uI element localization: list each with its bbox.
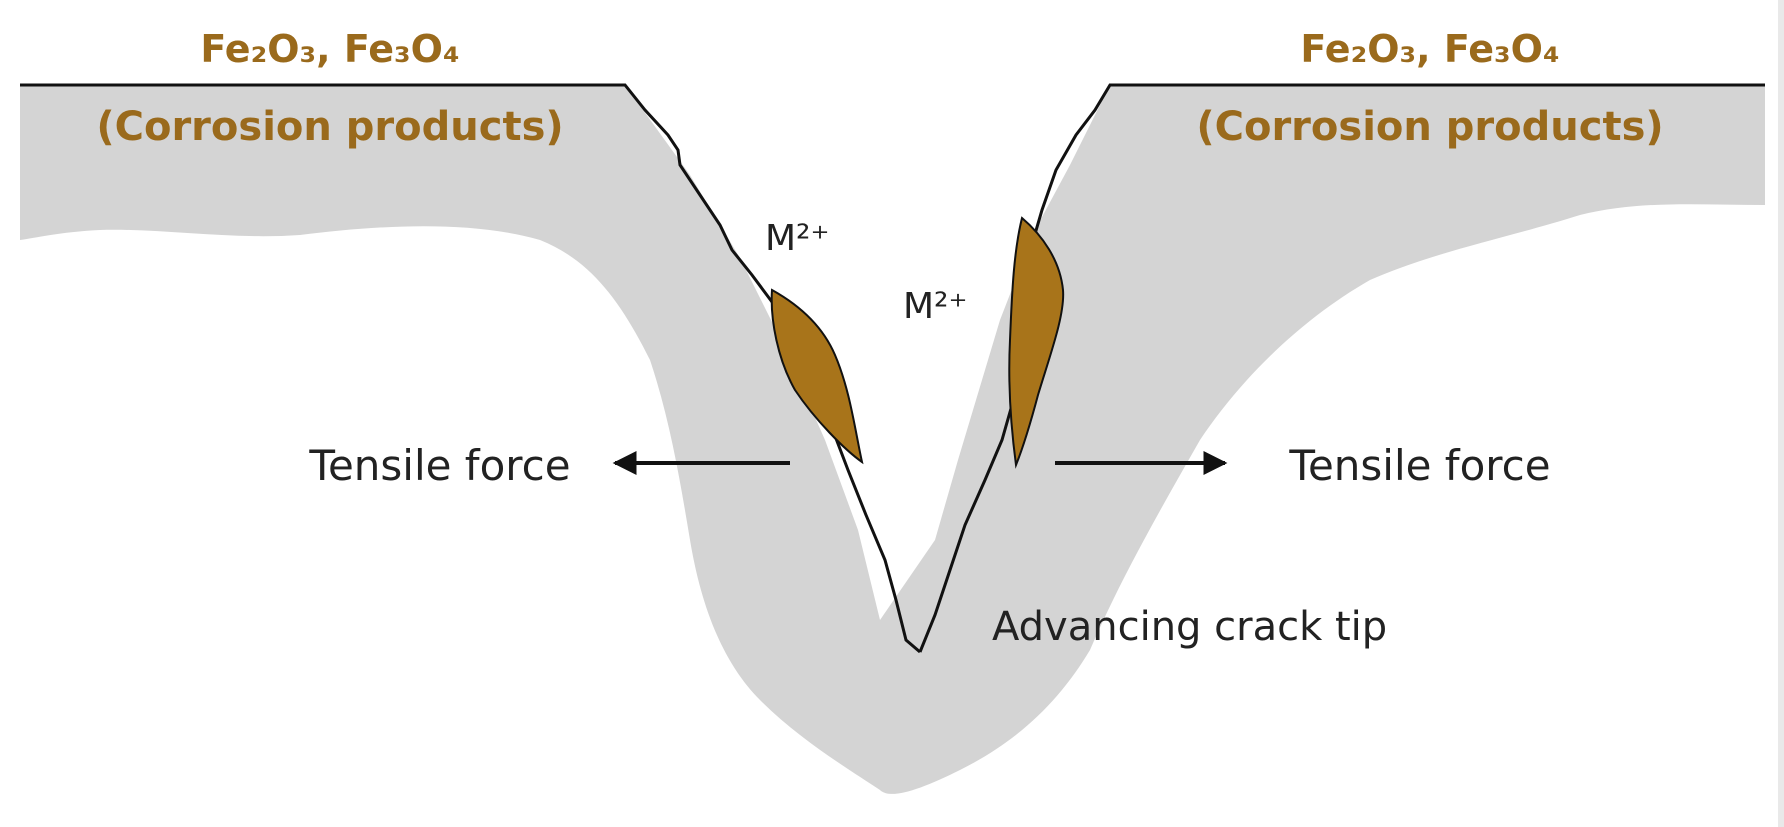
crack-left-edge bbox=[20, 83, 921, 654]
corrosion-deposit-left bbox=[770, 288, 864, 465]
corrosion-formula-right: Fe₂O₃, Fe₃O₄ bbox=[1300, 27, 1559, 71]
corrosion-deposit-right bbox=[1008, 216, 1065, 469]
corrosion-products-left: (Corrosion products) bbox=[96, 104, 563, 150]
corrosion-products-right: (Corrosion products) bbox=[1196, 104, 1663, 150]
tensile-force-label-left: Tensile force bbox=[308, 441, 570, 490]
metal-region bbox=[20, 85, 1765, 794]
right-edge-strip bbox=[1778, 0, 1784, 827]
tensile-force-label-right: Tensile force bbox=[1288, 441, 1550, 490]
crack-tip-label: Advancing crack tip bbox=[992, 604, 1387, 650]
metal-ion-label-right: M²⁺ bbox=[903, 286, 968, 327]
metal-ion-label-left: M²⁺ bbox=[765, 218, 830, 259]
corrosion-formula-left: Fe₂O₃, Fe₃O₄ bbox=[200, 27, 459, 71]
